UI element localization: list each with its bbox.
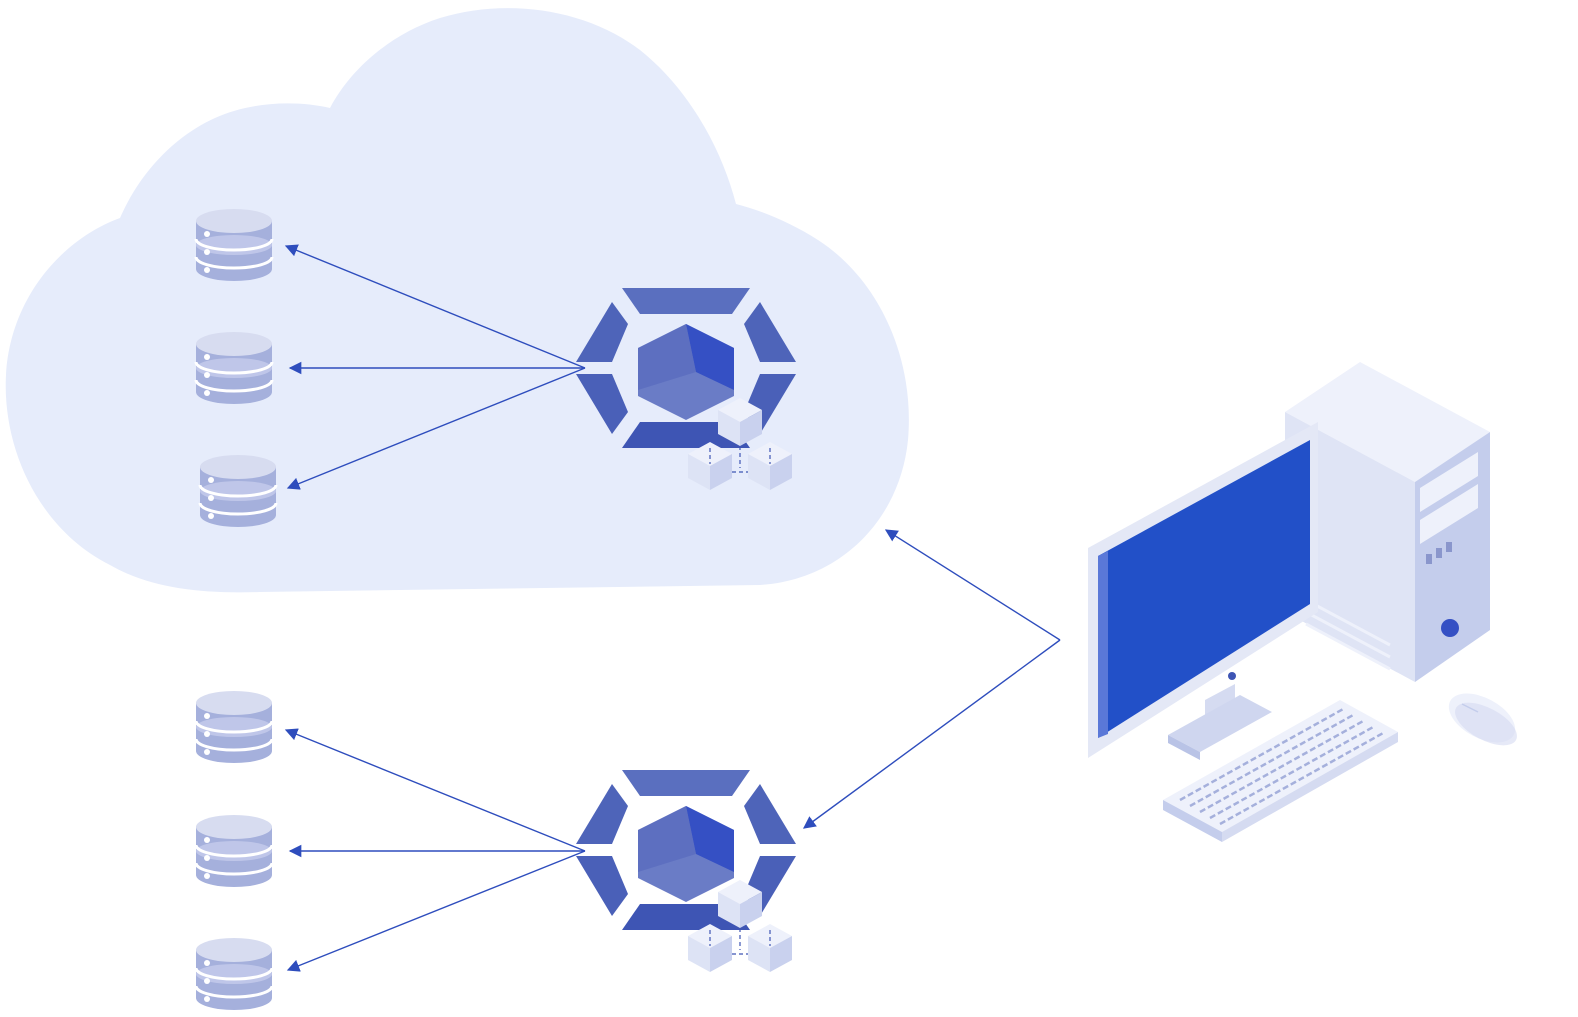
cloud-database-2 (194, 330, 274, 406)
local-database-2 (194, 813, 274, 889)
cloud-database-1 (194, 207, 274, 283)
client-arrows (802, 529, 1061, 829)
local-database-1 (194, 689, 274, 765)
local-hub-icon (576, 770, 796, 972)
mouse-icon (1448, 693, 1517, 746)
desktop-computer-icon (1088, 362, 1517, 842)
local-hub-arrows (284, 728, 586, 972)
arrow-local-db-3 (286, 850, 586, 972)
arrow-cloud-db-3 (286, 367, 586, 490)
arrow-cloud-db-1 (284, 244, 586, 369)
local-database-3 (194, 936, 274, 1012)
arrow-client-to-local (802, 639, 1061, 829)
cloud-hub-arrows (284, 244, 586, 490)
arrow-client-to-cloud (884, 529, 1061, 641)
tower-icon (1285, 362, 1490, 682)
arrow-local-db-1 (284, 728, 586, 852)
cloud-database-3 (198, 453, 278, 529)
keyboard-icon (1163, 700, 1398, 842)
cloud-icon (5, 8, 909, 593)
monitor-icon (1088, 422, 1318, 760)
